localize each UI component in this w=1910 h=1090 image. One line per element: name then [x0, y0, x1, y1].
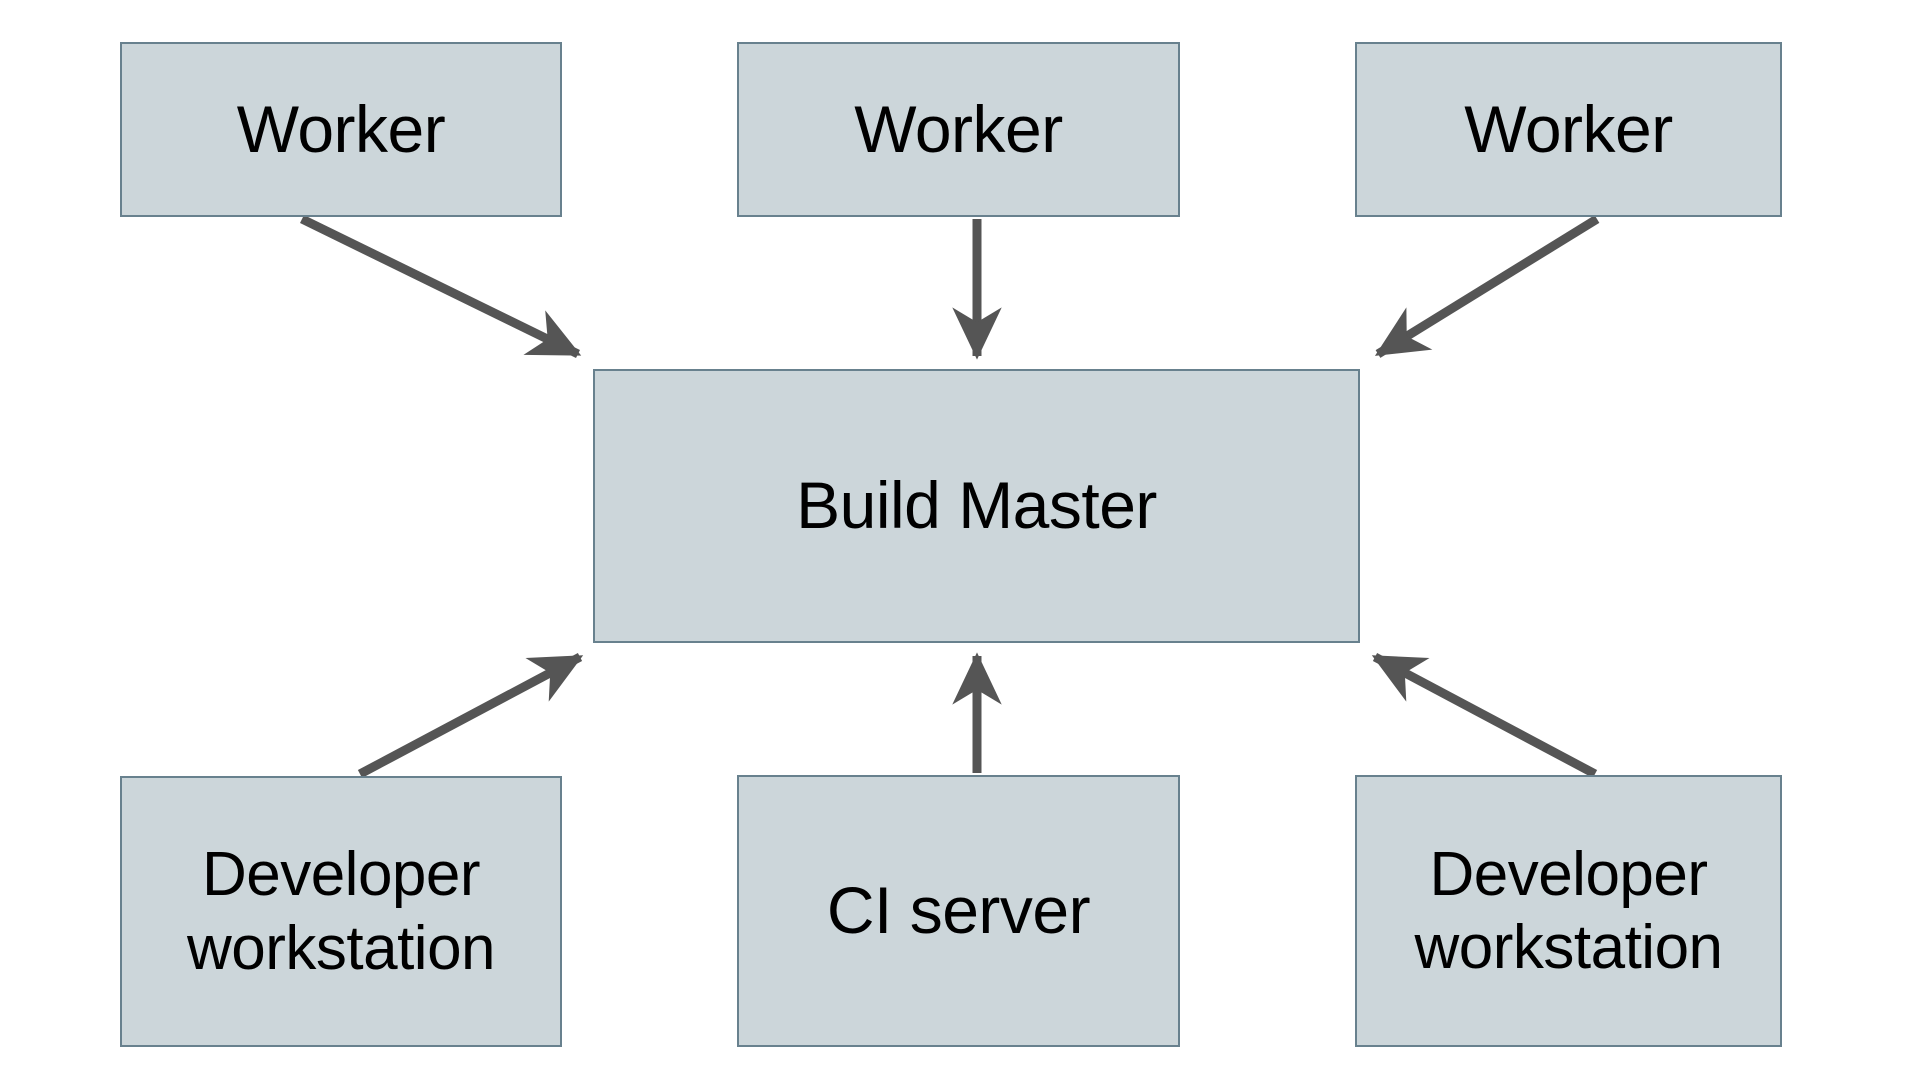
node-ci-server[interactable]: CI server: [737, 775, 1180, 1047]
node-worker-3[interactable]: Worker: [1355, 42, 1782, 217]
node-worker-2[interactable]: Worker: [737, 42, 1180, 217]
connector-dev-right-to-build-master: [1371, 653, 1598, 778]
node-ci-server-label: CI server: [826, 873, 1091, 948]
node-developer-workstation-left-label: Developer workstation: [186, 840, 496, 983]
connector-worker-3-to-build-master: [1374, 215, 1600, 358]
node-worker-3-label: Worker: [1464, 91, 1673, 166]
node-build-master[interactable]: Build Master: [593, 369, 1360, 643]
connector-worker-1-to-build-master: [300, 214, 582, 359]
node-developer-workstation-right-label: Developer workstation: [1414, 839, 1723, 982]
node-developer-workstation-right[interactable]: Developer workstation: [1355, 775, 1782, 1047]
node-worker-2-label: Worker: [854, 91, 1063, 166]
node-worker-1-label: Worker: [236, 91, 446, 166]
node-worker-1[interactable]: Worker: [120, 42, 562, 217]
connector-dev-left-to-build-master: [357, 653, 584, 778]
node-developer-workstation-left[interactable]: Developer workstation: [120, 776, 562, 1047]
node-build-master-label: Build Master: [796, 468, 1157, 543]
